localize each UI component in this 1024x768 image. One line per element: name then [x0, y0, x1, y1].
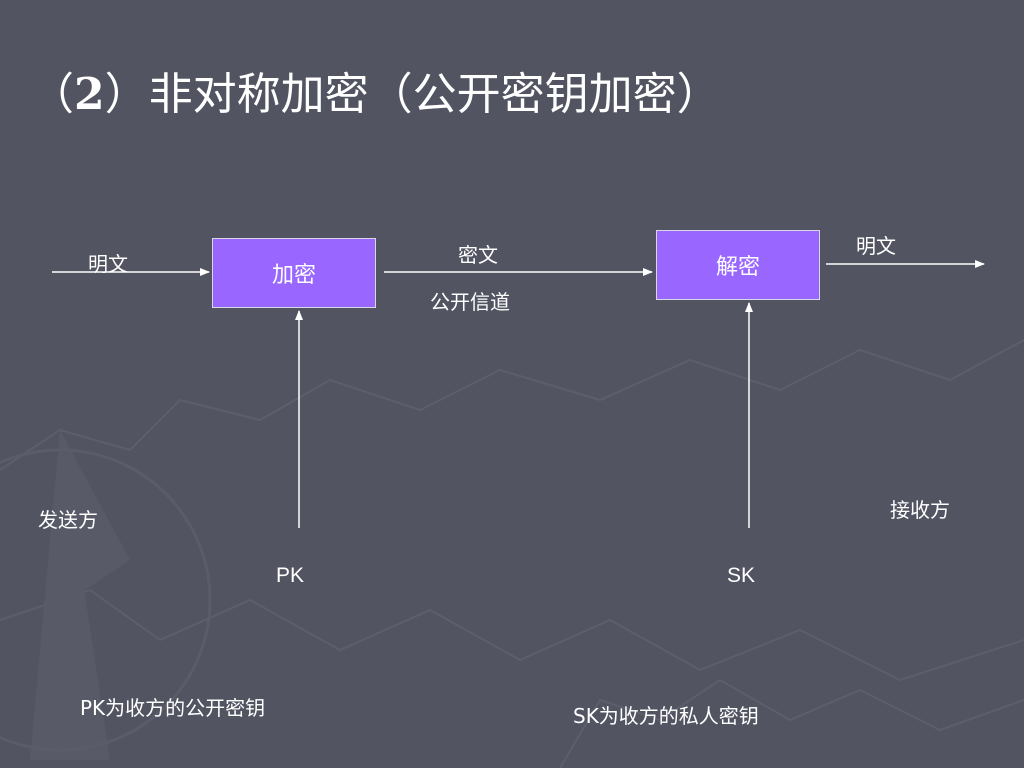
title-text: ）非对称加密（公开密钥加密） [104, 69, 721, 120]
receiver-label: 接收方 [890, 498, 950, 522]
plaintext-output-label: 明文 [856, 234, 896, 258]
encrypt-box: 加密 [212, 238, 376, 308]
sender-label: 发送方 [38, 508, 98, 532]
plaintext-input-label: 明文 [88, 252, 128, 276]
secret-key-label: SK [727, 564, 756, 587]
secret-key-note: SK为收方的私人密钥 [573, 704, 759, 728]
public-channel-label: 公开信道 [430, 290, 510, 314]
public-key-note: PK为收方的公开密钥 [80, 696, 266, 720]
ciphertext-label: 密文 [458, 243, 498, 267]
encrypt-box-label: 加密 [271, 263, 316, 288]
page-title: （2）非对称加密（公开密钥加密） [30, 58, 721, 122]
title-number: 2 [74, 69, 105, 120]
public-key-label: PK [276, 564, 305, 587]
decrypt-box-label: 解密 [715, 255, 760, 280]
decrypt-box: 解密 [656, 230, 820, 300]
title-open-paren: （ [30, 69, 74, 120]
